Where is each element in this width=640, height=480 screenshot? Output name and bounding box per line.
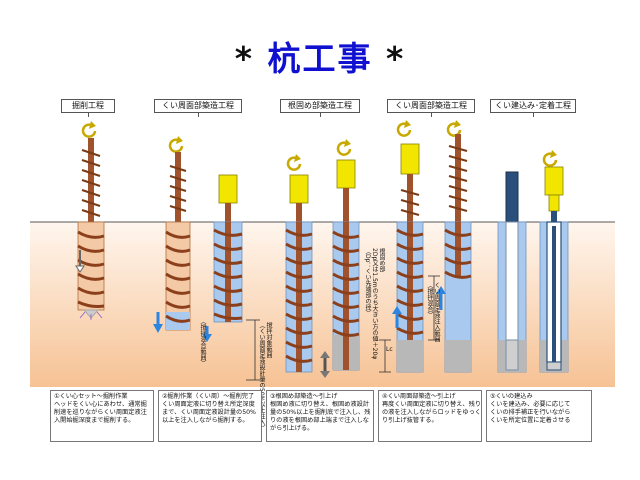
note-step-4: ④くい周面部築造～引上げ 再度くい周面定液に切り替え、残り の液を注入しながらロ… [378, 390, 482, 442]
mix-range-4-label: くい周面定液注入範囲 （撹拌混合） [426, 282, 440, 342]
note-step-5: ⑤くいの建込み くいを建込み、必要に応じて くいの排手補正を行いながら くいを所… [486, 390, 592, 442]
soil-layer [30, 222, 615, 387]
page-title: * 杭工事 * [234, 39, 406, 78]
stage3a-auger [285, 154, 313, 373]
mix-range-label: （撹拌混合範囲） [199, 318, 206, 366]
stage-label-root: 根固め部築造工程 [280, 99, 360, 117]
root-length-label: 根固め部 2Dp又は1.5mのうち大きい方の値＋20φ （Dp：くい先端部の径） [364, 248, 385, 360]
stage-label-excavation: 掘削工程 [61, 99, 115, 117]
stage-label-install: くい建込み･定着工程 [490, 99, 576, 117]
stage2a-auger [153, 136, 191, 333]
stage-label-shaft-1: くい周面部築造工程 [154, 99, 242, 117]
stage4a-auger [379, 120, 424, 373]
stir-range-label: 撹拌対象範囲 （くい周面定液設計量の50%以上注入） [258, 322, 272, 432]
note-step-1: ①くい心セット～掘削作業 ヘッドをくい心にあわせ、通常掘 削速を巡りながらくい周… [50, 390, 154, 442]
stage5a-pile [497, 171, 527, 373]
note-step-2: ②掘削作業（くい周）～掘削完了 くい周面定液に切り替え所定深度 まで、くい周面定… [158, 390, 262, 442]
stage4b-auger [428, 120, 472, 373]
title-text: 杭工事 [267, 39, 373, 78]
note-step-3: ③根固め部築造～引上げ 根固め液に切り替え、根固め液設計 量の50%以上を掘削底… [266, 390, 374, 442]
lc-label: Lc [386, 346, 393, 353]
stage1-auger [75, 121, 105, 320]
stage-label-shaft-2: くい周面部築造工程 [387, 99, 475, 117]
stage5b-pile [539, 150, 569, 373]
stage3b-auger [320, 139, 360, 378]
stage2b-auger [202, 174, 260, 381]
